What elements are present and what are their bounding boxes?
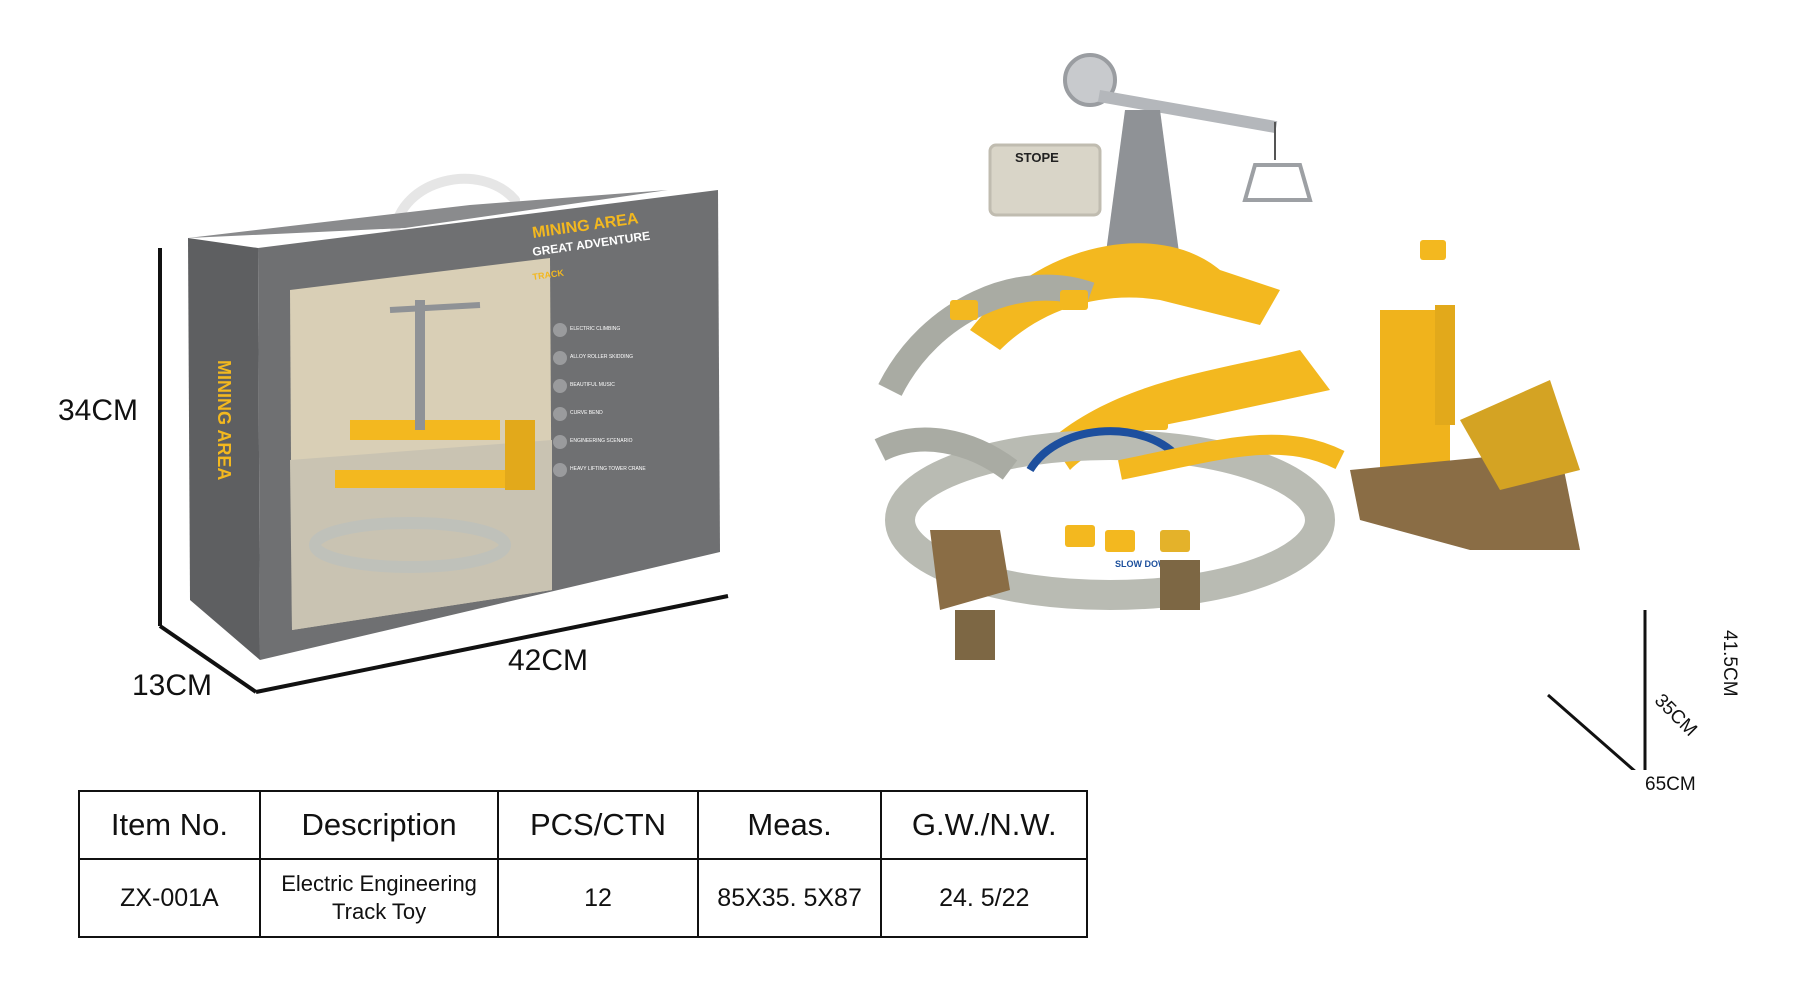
toy-width-label: 65CM xyxy=(1645,774,1696,795)
box-height-label: 34CM xyxy=(58,394,139,427)
box-depth-label: 13CM xyxy=(132,669,213,702)
cell-meas: 85X35. 5X87 xyxy=(696,858,883,938)
box-feature-3: CURVE BEND xyxy=(570,410,603,416)
box-width-label: 42CM xyxy=(508,644,589,677)
box-side-logo: MINING AREA xyxy=(214,360,234,480)
box-feature-0: ELECTRIC CLIMBING xyxy=(570,326,620,332)
box-feature-5: HEAVY LIFTING TOWER CRANE xyxy=(570,466,646,472)
cell-description: Electric Engineering Track Toy xyxy=(258,858,500,938)
description-line2: Track Toy xyxy=(332,899,427,924)
cell-pcs-ctn: 12 xyxy=(497,858,699,938)
box-feature-4: ENGINEERING SCENARIO xyxy=(570,438,633,444)
header-gw-nw: G.W./N.W. xyxy=(880,790,1088,860)
header-description: Description xyxy=(258,790,500,860)
table-row: ZX-001A Electric Engineering Track Toy 1… xyxy=(78,858,1088,938)
header-pcs-ctn: PCS/CTN xyxy=(497,790,699,860)
toy-height-label: 41.5CM xyxy=(1719,630,1740,697)
stope-sign: STOPE xyxy=(1015,150,1059,165)
box-feature-1: ALLOY ROLLER SKIDDING xyxy=(570,354,633,360)
cell-item-no: ZX-001A xyxy=(78,858,261,938)
spec-table: Item No. Description PCS/CTN Meas. G.W./… xyxy=(78,790,1088,938)
description-line1: Electric Engineering xyxy=(281,871,477,896)
table-header-row: Item No. Description PCS/CTN Meas. G.W./… xyxy=(78,790,1088,860)
cell-gw-nw: 24. 5/22 xyxy=(880,858,1088,938)
header-item-no: Item No. xyxy=(78,790,261,860)
slow-down-label-2: SLOW DOWN xyxy=(1115,559,1173,569)
header-meas: Meas. xyxy=(696,790,883,860)
box-feature-2: BEAUTIFUL MUSIC xyxy=(570,382,615,388)
product-box-illustration: MINING AREA MINING AREA GREAT ADVENTURE … xyxy=(158,173,729,694)
box-front-tag: TRACK xyxy=(532,268,565,282)
assembled-toy-illustration: STOPE SLOW DOWN SLOW DOWN xyxy=(874,53,1647,770)
crane-hook-icon xyxy=(1242,163,1313,202)
